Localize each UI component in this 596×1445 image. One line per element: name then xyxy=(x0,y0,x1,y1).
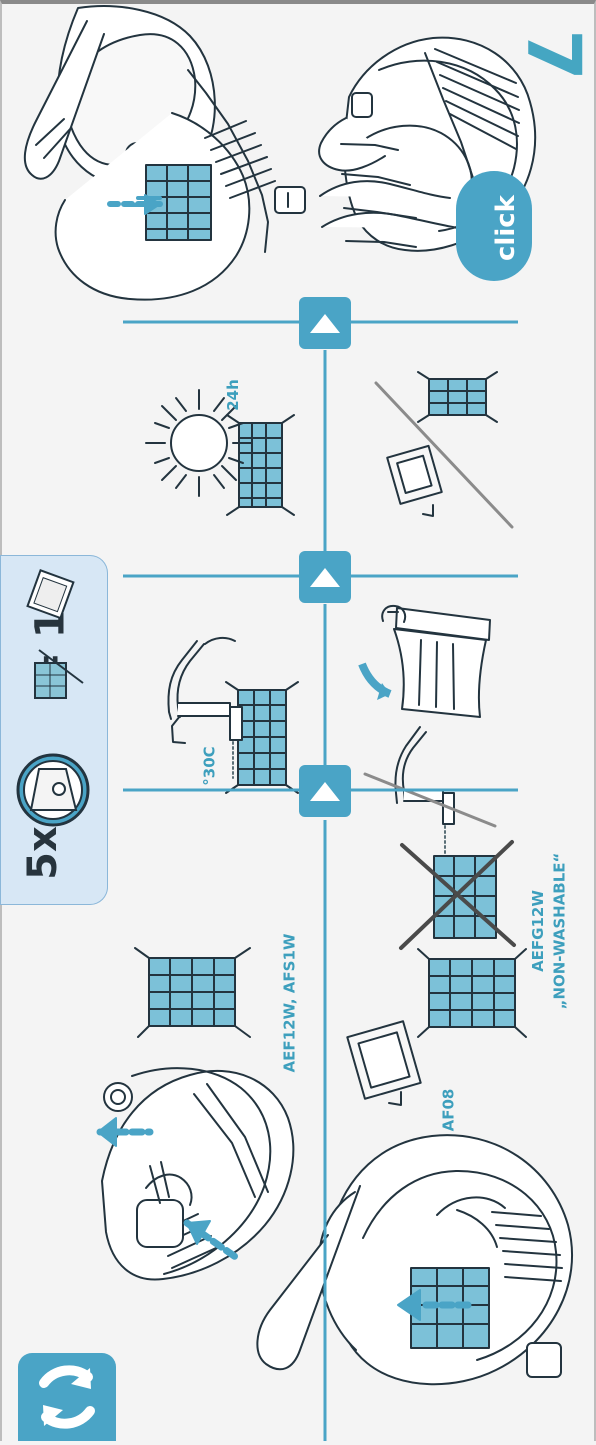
filter-hepa-top-right xyxy=(227,415,294,515)
vacuum-top-illustration xyxy=(25,6,305,300)
refresh-icon-box xyxy=(18,1353,116,1441)
temperature-label: °30C xyxy=(201,746,219,785)
refresh-icon xyxy=(18,1353,116,1441)
af08-label: AF08 xyxy=(439,1089,457,1132)
non-washable-model-label: AEFG12W xyxy=(529,890,547,972)
up-arrow-button-middle xyxy=(299,551,351,603)
click-label: click xyxy=(491,195,521,261)
filter-hepa-bottom-middle xyxy=(418,949,526,1037)
vacuum-bottom-right-illustration xyxy=(257,1135,572,1384)
up-arrow-button-right xyxy=(299,297,351,349)
water-tap-icon-crossed xyxy=(395,727,514,948)
af08-filter-icon xyxy=(347,1021,420,1105)
non-washable-text-label: „NON-WASHABLE“ xyxy=(550,853,568,1010)
click-badge: click xyxy=(456,171,532,281)
washable-models-label: AEF12W, AFS1W xyxy=(280,934,298,1073)
divider-af08 xyxy=(365,774,495,826)
af08-filter-icon-right xyxy=(387,446,442,516)
dry-time-label: 24h xyxy=(224,379,242,411)
vacuum-bottom-left-illustration xyxy=(98,1068,293,1279)
filter-hepa-top-left xyxy=(135,948,250,1037)
trash-bin-icon xyxy=(382,606,490,717)
filter-hepa-bottom-right xyxy=(418,372,497,422)
up-arrow-button-left xyxy=(299,765,351,817)
